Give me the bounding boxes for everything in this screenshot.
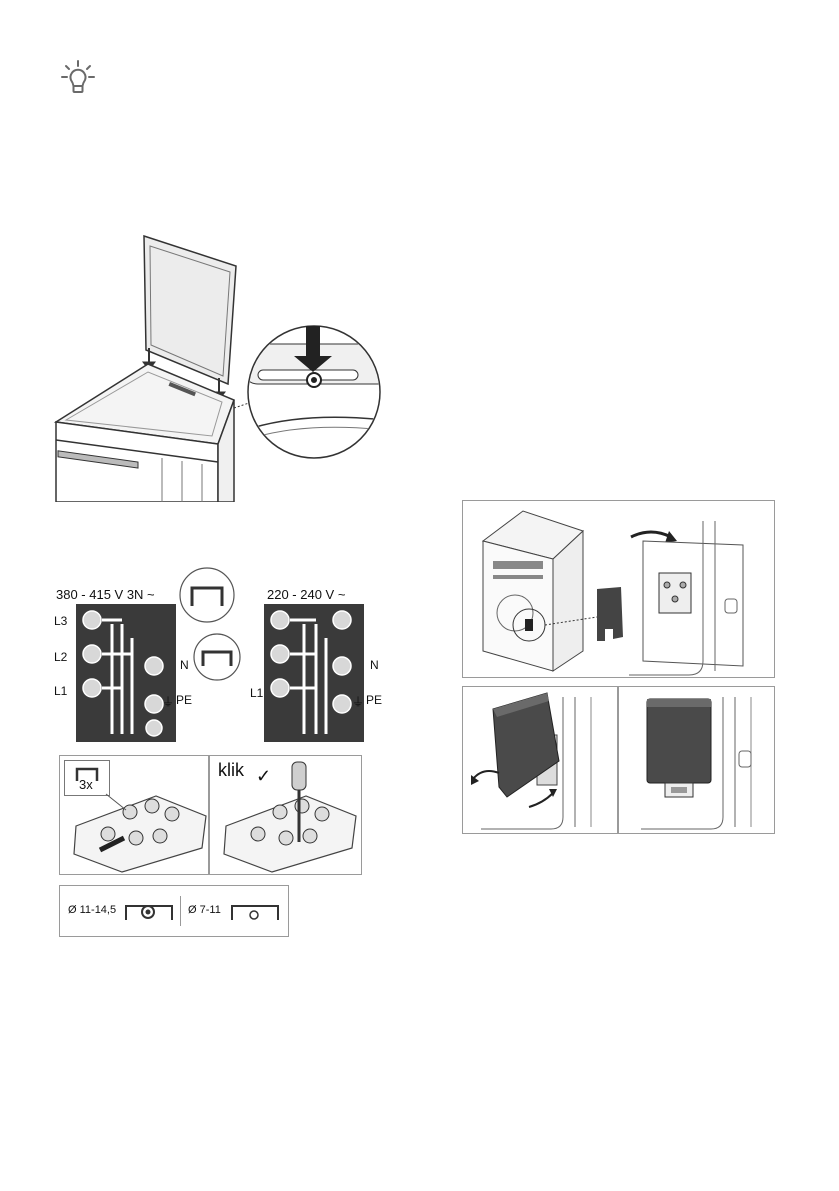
bridge-magnifier-single bbox=[178, 566, 236, 624]
terminal-label-l3: L3 bbox=[54, 614, 68, 628]
terminal-label-l1-right: L1 bbox=[250, 686, 264, 700]
right-voltage-label: 220 - 240 V ~ bbox=[267, 587, 346, 602]
terminal-label-pe-left: PE bbox=[176, 693, 193, 707]
clamp-small-icon bbox=[228, 898, 282, 924]
checkmark-icon: ✓ bbox=[256, 766, 272, 786]
bridge-count-panel: 3x bbox=[59, 755, 209, 875]
cable-diameter-panel: Ø 11-14,5 Ø 7-11 bbox=[59, 885, 289, 937]
terminal-label-n-right: N bbox=[370, 658, 379, 672]
terminal-cover-removal-panel bbox=[462, 500, 775, 678]
terminal-label-l1: L1 bbox=[54, 684, 68, 698]
terminal-label-l2: L2 bbox=[54, 650, 68, 664]
terminal-wiring-illustration: 380 - 415 V 3N ~ 220 - 240 V ~ L3 L2 L1 … bbox=[52, 562, 397, 752]
cable-label-large: Ø 11-14,5 bbox=[68, 904, 117, 916]
bridge-count-box: 3x bbox=[64, 760, 110, 796]
klik-panel: klik ✓ bbox=[209, 755, 362, 875]
cover-hooking-panel bbox=[462, 686, 618, 834]
left-voltage-label: 380 - 415 V 3N ~ bbox=[56, 587, 155, 602]
earth-icon: ⏚ bbox=[162, 695, 175, 709]
cable-label-small: Ø 7-11 bbox=[188, 904, 221, 916]
clamp-large-icon bbox=[122, 898, 176, 924]
cover-installed-panel bbox=[618, 686, 775, 834]
terminal-label-n-left: N bbox=[180, 658, 189, 672]
right-terminal-block bbox=[264, 604, 364, 742]
bridge-count-label: 3x bbox=[79, 777, 93, 792]
lid-installation-illustration bbox=[52, 232, 382, 502]
terminal-label-pe-right: PE bbox=[366, 693, 383, 707]
earth-icon: ⏚ bbox=[352, 695, 365, 709]
bridge-magnifier-double bbox=[192, 632, 242, 682]
klik-label: klik bbox=[218, 760, 244, 780]
lightbulb-icon bbox=[58, 58, 98, 98]
left-terminal-block bbox=[76, 604, 176, 742]
